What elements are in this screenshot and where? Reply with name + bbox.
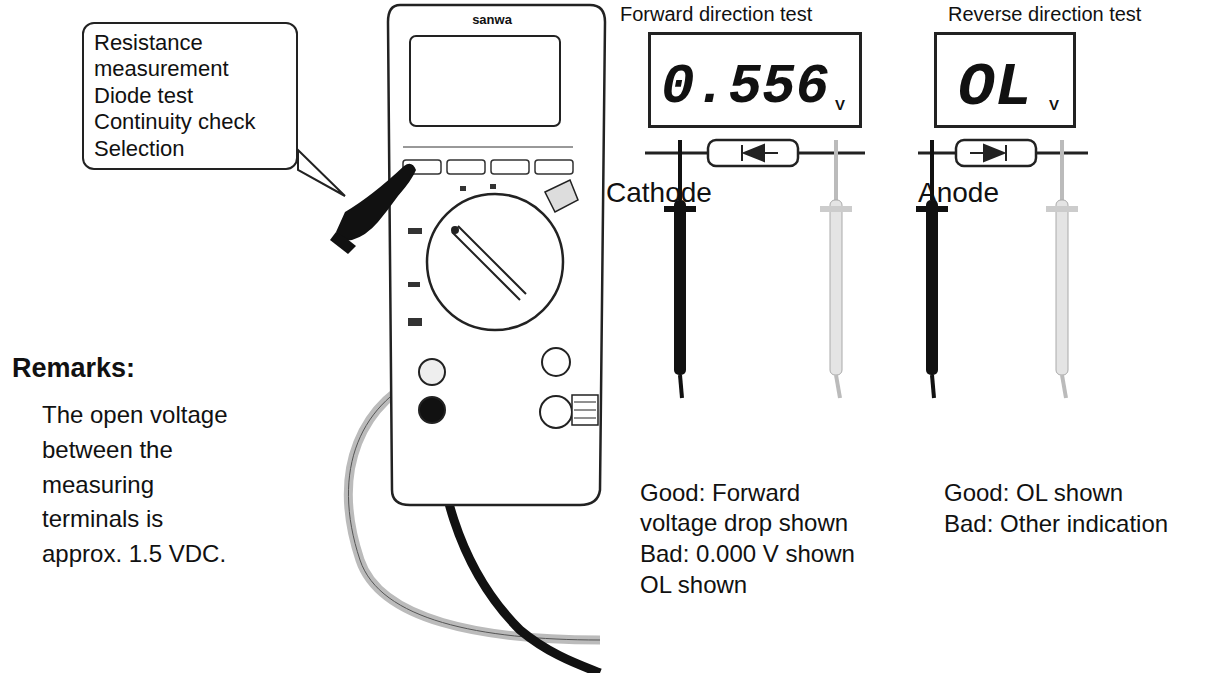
diode-body — [956, 140, 1036, 166]
terminal-label: Anode — [918, 176, 1038, 210]
remarks-text: The open voltage between the measuring t… — [42, 398, 247, 572]
diode-body — [708, 140, 798, 166]
result-note: Good: OL shown — [944, 478, 1194, 508]
unit-symbol: V — [1049, 96, 1059, 113]
com-terminal — [419, 359, 445, 385]
section-title: Forward direction test — [620, 2, 940, 26]
callout-box: Resistance measurement Diode test Contin… — [82, 22, 298, 170]
rotary-dial — [427, 194, 563, 330]
v-terminal — [419, 397, 445, 423]
terminal-label: Cathode — [606, 176, 726, 210]
callout-text: Resistance measurement Diode test Contin… — [94, 30, 286, 162]
meter-screen — [410, 36, 560, 126]
lcd-display: 0.556V — [648, 32, 862, 128]
black-probe — [674, 200, 686, 375]
lcd-reading: OL — [958, 52, 1032, 123]
pointing-hand — [336, 164, 416, 241]
result-note: OL shown — [640, 570, 840, 600]
meter-body — [388, 5, 605, 505]
lcd-reading: 0.556 — [661, 55, 829, 119]
unit-symbol: V — [835, 96, 845, 113]
dial-marks — [408, 184, 496, 326]
result-note: Good: Forward voltage drop shown — [640, 478, 880, 538]
meter-buttons — [403, 147, 573, 174]
dial-pointer — [452, 226, 526, 300]
result-note: Bad: Other indication — [944, 509, 1224, 539]
callout-tail — [298, 150, 345, 196]
remarks-heading: Remarks: — [12, 352, 212, 384]
brand-name: sanwa — [462, 12, 522, 28]
red-probe — [830, 200, 842, 375]
lcd-display: OL V — [934, 32, 1076, 128]
section-title: Reverse direction test — [948, 2, 1228, 26]
terminal — [542, 348, 570, 376]
result-note: Bad: 0.000 V shown — [640, 539, 900, 569]
terminal — [540, 396, 572, 428]
